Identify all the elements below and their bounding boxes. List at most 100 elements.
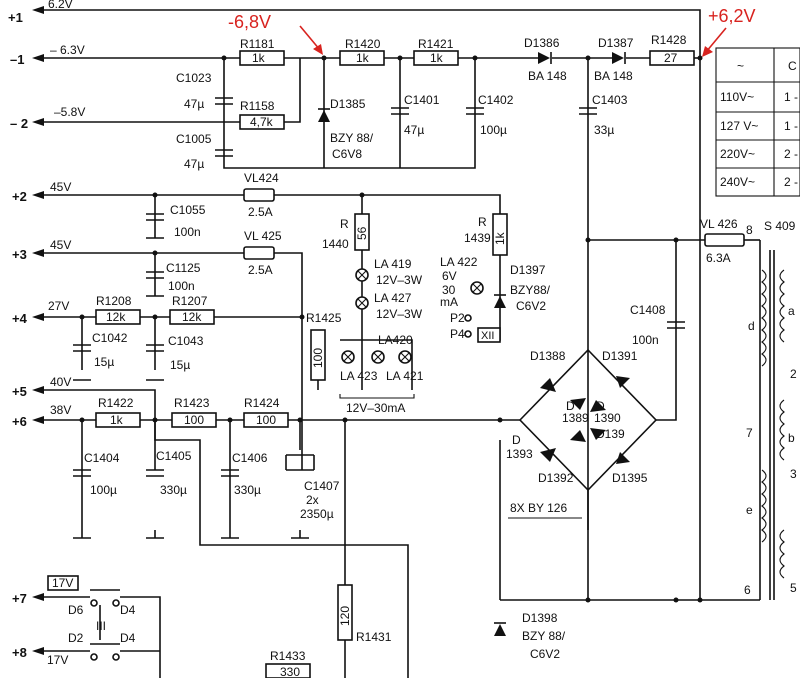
- table-row-0-c1: 1 -: [784, 90, 798, 104]
- d1395-body: [616, 452, 630, 464]
- d1391-name: D1391: [602, 349, 638, 363]
- switch-d6: D6: [68, 603, 84, 617]
- cap-c1407: [285, 454, 315, 471]
- winding-2-label: 2: [790, 367, 797, 381]
- r1431-name: R1431: [356, 630, 392, 644]
- r1422-name: R1422: [98, 396, 134, 410]
- r1424-val: 100: [256, 413, 276, 427]
- d1385-val2: C6V8: [332, 147, 362, 161]
- table-row-3-c0: 240V~: [720, 175, 755, 189]
- d1397-val2: C6V2: [516, 299, 546, 313]
- rail-val-p8: 17V: [47, 653, 68, 667]
- winding-5-label: 5: [790, 581, 797, 595]
- d1393-name: 1393: [506, 447, 533, 461]
- r1422-body: [95, 412, 141, 428]
- c1043-val: 15µ: [170, 358, 190, 372]
- transformer: S 409 8 7 6 d e a b 2 3 5: [744, 219, 797, 600]
- c1043-name: C1043: [168, 334, 204, 348]
- d1387-val: BA 148: [594, 69, 633, 83]
- d1398-name: D1398: [522, 611, 558, 625]
- d1387-body: [612, 52, 624, 64]
- d1390-body: [590, 400, 606, 412]
- la427-val: 12V–3W: [376, 307, 423, 321]
- rail-num-p3: +3: [12, 247, 27, 262]
- r1423-val: 100: [184, 413, 204, 427]
- vl425-name: VL 425: [244, 229, 282, 243]
- c1407-name: C1407: [304, 479, 340, 493]
- switch-iii-label: III: [96, 619, 106, 633]
- r1428-body: [649, 50, 695, 66]
- r1428-name: R1428: [651, 33, 687, 47]
- junction-dots: [79, 55, 703, 603]
- c1405-val: 330µ: [160, 483, 187, 497]
- wire-p5: [44, 389, 156, 470]
- r1208-body: [95, 309, 141, 325]
- rail-num-p7: +7: [12, 591, 27, 606]
- switch-xii-label: XII: [481, 330, 494, 342]
- d1398-val2: C6V2: [530, 647, 560, 661]
- r1425-body: [310, 329, 326, 381]
- transformer-name: S 409: [764, 219, 796, 233]
- la421-name: LA 421: [386, 369, 424, 383]
- r1440-name: R: [340, 217, 349, 231]
- r1431-body: [337, 584, 353, 641]
- cap-c1406: [221, 469, 239, 477]
- d1391-body: [616, 376, 630, 388]
- d1398-body: [494, 624, 506, 636]
- cap-c1023: [215, 97, 233, 105]
- r1439-name2: 1439: [464, 231, 491, 245]
- r1181-body: [239, 50, 285, 66]
- rail-terminals: [32, 6, 44, 655]
- ground-stubs: [81, 530, 301, 538]
- c1406-val: 330µ: [234, 483, 261, 497]
- d1386-name: D1386: [524, 36, 560, 50]
- table-row-2-c1: 2 -: [784, 147, 798, 161]
- d1394-name: D139: [596, 427, 625, 441]
- cap-c1408: [667, 321, 685, 329]
- rail-num-p6: +6: [12, 414, 27, 429]
- rail-num-p5: +5: [12, 384, 27, 399]
- transformer-pin-6: 6: [744, 583, 751, 597]
- d1385-val1: BZY 88/: [330, 131, 374, 145]
- d1395-name: D1395: [612, 471, 648, 485]
- la422-i: 30: [442, 283, 456, 297]
- vl426-val: 6.3A: [706, 251, 731, 265]
- terminal-arrow-p5: [32, 386, 44, 394]
- terminal-arrow-p4: [32, 313, 44, 321]
- r1439-name: R: [478, 215, 487, 229]
- table-row-3-c1: 2 -: [784, 175, 798, 189]
- c1408-val: 100n: [632, 333, 659, 347]
- cap-c1405: [146, 469, 164, 477]
- c1023-name: C1023: [176, 71, 212, 85]
- terminal-arrow-p8: [32, 647, 44, 655]
- rail-num-plus1: +1: [8, 10, 23, 25]
- wire-m1-cap-return: [223, 58, 476, 169]
- rail-val-m1: – 6.3V: [50, 43, 85, 57]
- terminal-arrow-p6: [32, 416, 44, 424]
- r1428-val: 27: [664, 51, 678, 65]
- r1439-val: 1k: [493, 231, 507, 245]
- winding-d-label: d: [748, 319, 755, 333]
- c1405-name: C1405: [156, 449, 192, 463]
- c1401-name: C1401: [404, 93, 440, 107]
- table-row-2-c0: 220V~: [720, 147, 755, 161]
- r1207-val: 12k: [182, 310, 202, 324]
- switch-iii-bars: [90, 589, 120, 645]
- la422-name: LA 422: [440, 255, 478, 269]
- r1439-body: [492, 213, 508, 256]
- d1394-body: [590, 428, 606, 440]
- rail-val-p5: 40V: [50, 375, 71, 389]
- lamps: LA 419 12V–3W LA 427 12V–3W LA 422 6V 30…: [339, 255, 484, 415]
- vl426-body: [704, 233, 745, 247]
- c1055-name: C1055: [170, 203, 206, 217]
- r1208-val: 12k: [106, 310, 126, 324]
- c1042-val: 15µ: [94, 355, 114, 369]
- r1423-body: [171, 412, 217, 428]
- badge-17v-text: 17V: [52, 576, 73, 590]
- winding-d: [761, 269, 767, 367]
- r1420-body: [339, 50, 385, 66]
- d1388-body: [540, 378, 556, 392]
- red-annotations: -6,8V +6,2V: [228, 6, 756, 57]
- lamp-group-label: 12V–30mA: [346, 401, 405, 415]
